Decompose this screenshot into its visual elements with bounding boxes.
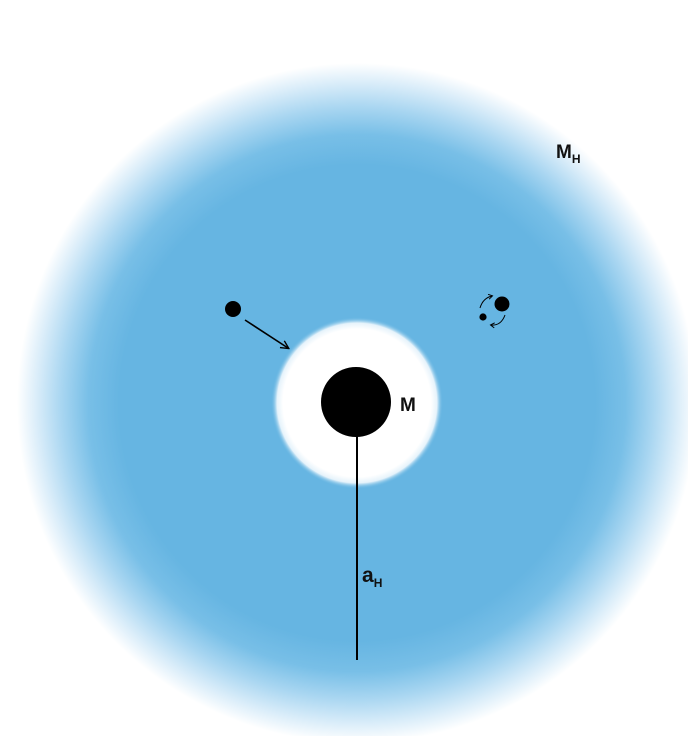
- binary-secondary: [479, 313, 487, 321]
- central-mass-label: M: [400, 395, 416, 416]
- orbit-arc-upper: [479, 293, 494, 309]
- halo-mass-label-sub: H: [572, 152, 581, 166]
- radius-label-main: a: [362, 564, 374, 587]
- halo-mass-label: MH: [556, 142, 581, 166]
- arrow-icon: [244, 319, 288, 348]
- orbit-arc-lower: [489, 314, 506, 329]
- binary-orbit-icon: [479, 293, 510, 329]
- halo-mass-label-main: M: [556, 142, 572, 163]
- dot-icon: [225, 301, 241, 317]
- radius-label: aH: [362, 564, 382, 590]
- binary-primary: [494, 296, 510, 312]
- radius-label-sub: H: [374, 576, 383, 590]
- central-mass: [321, 367, 391, 437]
